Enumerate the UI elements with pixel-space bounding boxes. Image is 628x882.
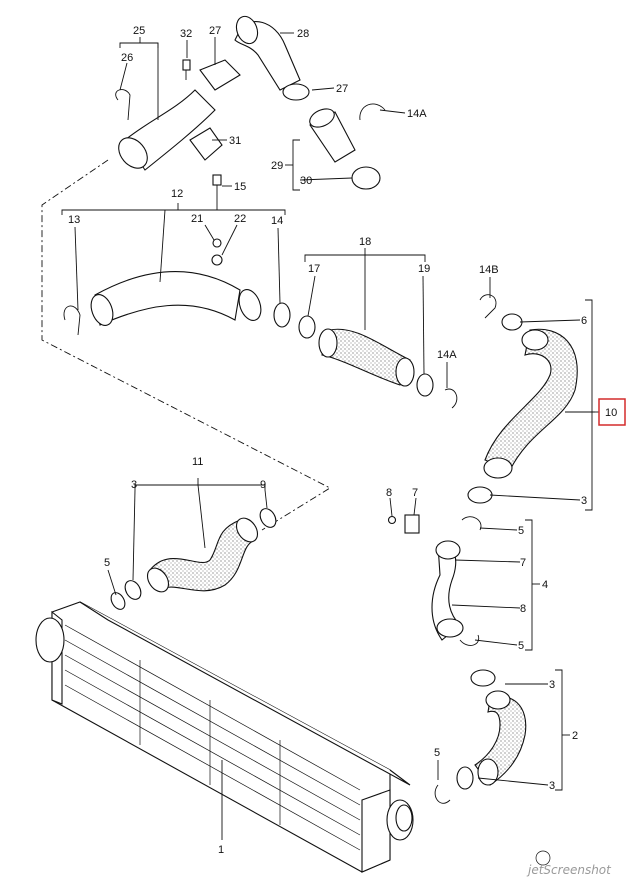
hose-part-10[interactable] [483, 328, 578, 479]
label-18: 18 [359, 236, 371, 248]
ring-part-6[interactable] [501, 313, 523, 331]
clamp-part-27-lower[interactable] [282, 83, 310, 101]
hose-part-28[interactable] [233, 13, 301, 91]
ring-part-17[interactable] [298, 315, 316, 339]
bolt-part-32[interactable] [182, 59, 191, 80]
clip-part-13[interactable] [63, 305, 81, 336]
label-3: 3 [581, 495, 587, 507]
bracket-part-31[interactable] [189, 127, 223, 161]
clamp-part-27-upper[interactable] [199, 59, 241, 91]
label-30: 30 [300, 175, 312, 187]
watermark-text: jetScreenshot [526, 863, 612, 877]
intercooler-part-1[interactable] [35, 601, 414, 873]
ring-part-19[interactable] [416, 373, 434, 397]
hose-part-18[interactable] [318, 328, 415, 387]
pipe-part-25[interactable] [113, 89, 216, 174]
label-14A: 14A [407, 108, 427, 120]
leader-lines [61, 32, 600, 840]
screw-part-8[interactable] [387, 515, 397, 525]
clamps-left[interactable] [108, 506, 279, 612]
label-32: 32 [180, 28, 192, 40]
label-5: 5 [518, 525, 524, 537]
label-28: 28 [297, 28, 309, 40]
label-8: 8 [520, 603, 526, 615]
label-13: 13 [68, 214, 80, 226]
label-14: 14 [271, 215, 283, 227]
nut-part-22[interactable] [211, 254, 223, 266]
highlight-box-10[interactable] [598, 398, 626, 426]
pipe-part-12[interactable] [87, 271, 265, 328]
bolt-part-15[interactable] [212, 174, 222, 210]
label-9: 9 [260, 479, 266, 491]
hose-part-11[interactable] [143, 514, 262, 596]
label-7: 7 [520, 557, 526, 569]
clip-part-5-b[interactable] [459, 634, 480, 646]
label-12: 12 [171, 188, 183, 200]
clip-part-14[interactable] [273, 302, 291, 328]
ring-part-3-lower[interactable] [456, 766, 474, 790]
label-31: 31 [229, 135, 241, 147]
label-15: 15 [234, 181, 246, 193]
clip-part-5-a[interactable] [461, 516, 482, 531]
label-2: 2 [572, 730, 578, 742]
label-5: 5 [518, 640, 524, 652]
label-27: 27 [336, 83, 348, 95]
label-14B: 14B [479, 264, 499, 276]
label-11: 11 [192, 456, 203, 468]
label-21: 21 [191, 213, 203, 225]
label-14A: 14A [437, 349, 457, 361]
label-5: 5 [104, 557, 110, 569]
watermark: jetScreenshot [526, 850, 612, 877]
label-27: 27 [209, 25, 221, 37]
label-29: 29 [271, 160, 283, 172]
o-ring-part-30[interactable] [351, 166, 381, 190]
label-22: 22 [234, 213, 246, 225]
label-3: 3 [549, 780, 555, 792]
clip-part-5-lower[interactable] [434, 784, 451, 804]
clip-part-26[interactable] [115, 89, 131, 121]
clip-part-14A-mid[interactable] [444, 388, 458, 409]
sensor-part-7[interactable] [404, 514, 420, 534]
label-3: 3 [549, 679, 555, 691]
label-3: 3 [131, 479, 137, 491]
label-4: 4 [542, 579, 548, 591]
label-25: 25 [133, 25, 145, 37]
label-19: 19 [418, 263, 430, 275]
group-outline-dashed [41, 159, 331, 531]
label-17: 17 [308, 263, 320, 275]
label-26: 26 [121, 52, 133, 64]
label-5: 5 [434, 747, 440, 759]
label-7: 7 [412, 487, 418, 499]
ring-part-3-mid[interactable] [470, 669, 496, 687]
label-6: 6 [581, 315, 587, 327]
hose-part-2[interactable] [474, 690, 527, 786]
ring-part-3-upper[interactable] [467, 486, 493, 504]
callout-labels: 1 2 3 3 3 3 4 5 5 5 5 6 7 7 8 8 9 10 11 … [68, 25, 617, 856]
label-10: 10 [605, 407, 617, 419]
label-8: 8 [386, 487, 392, 499]
pipe-part-29[interactable] [307, 105, 356, 163]
label-1: 1 [218, 844, 224, 856]
clip-part-14B[interactable] [479, 294, 497, 319]
clip-part-14A-upper[interactable] [359, 103, 386, 121]
pipe-part-4[interactable] [431, 540, 464, 641]
washer-part-21[interactable] [212, 238, 222, 248]
